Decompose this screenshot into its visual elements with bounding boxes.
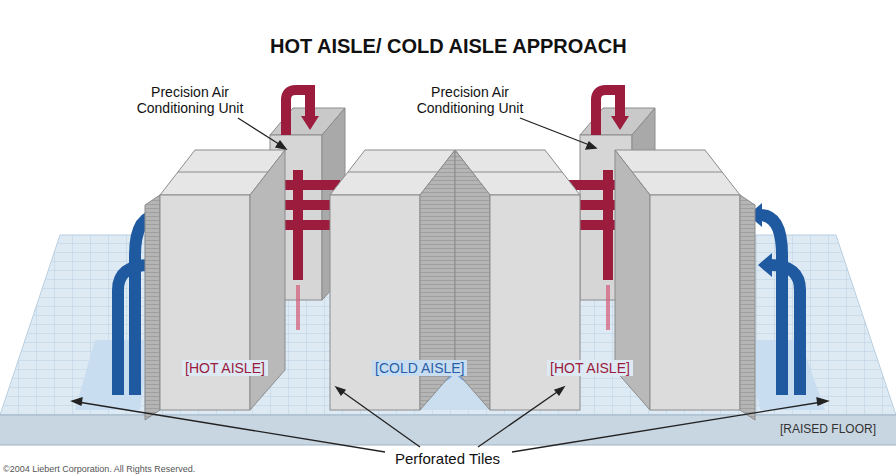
floor-label: [RAISED FLOOR]: [777, 423, 879, 437]
aisle-label: [COLD AISLE]: [372, 360, 467, 376]
aisle-label: [HOT AISLE]: [547, 360, 633, 376]
aisle-label: [HOT AISLE]: [182, 360, 268, 376]
unit-callout: Precision Air Conditioning Unit: [130, 84, 250, 116]
tiles-callout: Perforated Tiles: [395, 450, 500, 467]
diagram-title: HOT AISLE/ COLD AISLE APPROACH: [270, 35, 627, 58]
copyright-note: ©2004 Liebert Corporation. All Rights Re…: [3, 464, 195, 474]
unit-callout: Precision Air Conditioning Unit: [410, 84, 530, 116]
